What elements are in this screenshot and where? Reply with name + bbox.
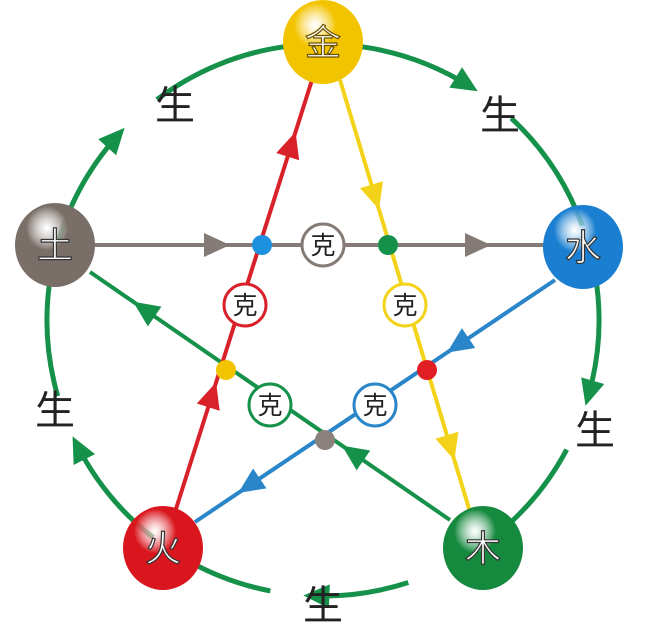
overcome-arrow-icon [465,233,491,257]
element-label-earth: 土 [37,226,73,267]
generate-arrow-icon [72,436,96,466]
overcome-arrow-icon [196,382,220,411]
overcome-label: 克 [310,231,335,260]
overcome-label: 克 [232,291,257,320]
overcome-badge [247,382,293,428]
overcome-label: 克 [392,291,417,320]
element-label-fire: 火 [145,529,181,570]
element-node-fire [123,506,203,590]
overcome-arrow-icon [238,468,267,493]
generate-arrow-icon [581,377,605,406]
generate-arc-wood-to-fire-tail [187,559,271,594]
generate-label: 生 [303,583,343,629]
overcome-arrow-icon [204,233,230,257]
intersection-dot [252,235,272,255]
generate-arrow-icon [449,67,478,92]
element-node-water [543,205,623,289]
generate-arc-metal-to-water [361,44,471,89]
overcome-label: 克 [257,391,282,420]
generate-arrow-icon [303,584,330,609]
overcome-arrow-icon [276,131,300,161]
intersection-dot [315,430,335,450]
generate-arrow-icon [98,127,125,156]
intersection-dot [417,360,437,380]
overcome-arrow-icon [133,301,162,327]
overcome-badge [352,382,398,428]
generate-arc-fire-to-earth-tail [44,271,61,397]
generate-label: 生 [575,408,615,454]
overcome-label: 克 [362,391,387,420]
intersection-dot [378,235,398,255]
element-label-water: 水 [565,228,601,269]
generate-arc-earth-to-metal-tail [155,44,285,102]
overcome-arrow-icon [342,445,371,471]
intersection-dot [216,360,236,380]
overcome-badge [382,282,428,328]
element-label-wood: 木 [465,529,501,570]
generate-arc-water-to-wood [585,271,602,397]
overcome-badge [222,282,268,328]
overcome-badge [300,222,346,268]
overcome-arrow-icon [447,328,476,353]
overcome-arrow-icon [360,181,383,210]
element-label-metal: 金 [305,23,341,64]
overcome-arrow-icon [435,431,459,461]
generate-label: 生 [155,83,195,129]
element-node-earth [15,203,95,287]
element-node-metal [283,0,363,84]
generate-label: 生 [35,388,75,434]
generate-label: 生 [480,93,520,139]
element-node-wood [443,506,523,590]
